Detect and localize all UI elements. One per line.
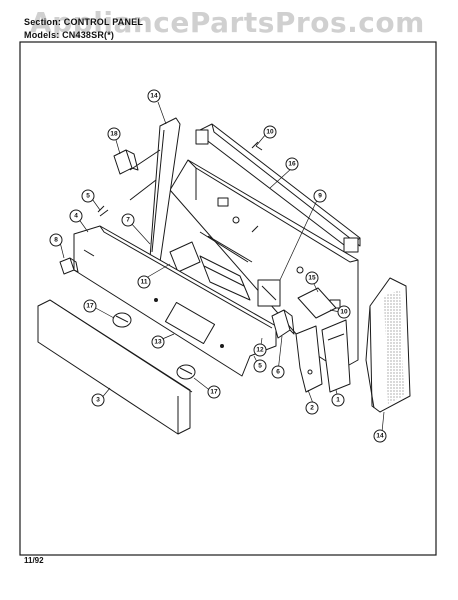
knob-part-17-right <box>176 364 196 380</box>
button-part-8 <box>59 257 79 275</box>
callout-10-lower: 10 <box>340 309 348 316</box>
callout-18: 18 <box>110 131 118 138</box>
side-bracket-part-14-upper <box>129 117 181 263</box>
callout-17-right: 17 <box>210 389 218 396</box>
top-rail-part-16 <box>195 123 361 253</box>
switch-part-18 <box>113 149 139 175</box>
end-bracket-part-1 <box>321 319 351 393</box>
callout-labels: 14 18 10 16 5 4 7 8 9 11 15 10 17 13 12 … <box>54 93 384 440</box>
knob-part-17-left <box>112 312 132 328</box>
callout-2: 2 <box>310 405 314 412</box>
section-label: Section: CONTROL PANEL <box>24 17 144 27</box>
callout-8: 8 <box>54 237 58 244</box>
callout-6: 6 <box>276 369 280 376</box>
callout-12: 12 <box>256 347 264 354</box>
bracket-part-2 <box>295 325 323 393</box>
bracket-part-6 <box>271 309 295 339</box>
control-components <box>169 241 281 307</box>
watermark: AppliancePartsPros.com <box>30 6 425 39</box>
screws <box>97 141 263 233</box>
callout-5-upper: 5 <box>86 193 90 200</box>
callouts <box>49 89 387 443</box>
callout-9: 9 <box>318 193 322 200</box>
callout-14-lower: 14 <box>376 433 384 440</box>
callout-13: 13 <box>154 339 162 346</box>
callout-1: 1 <box>336 397 340 404</box>
callout-11: 11 <box>141 279 148 286</box>
end-cap-part-14-lower <box>365 277 411 413</box>
footer-date: 11/92 <box>24 556 44 565</box>
bracket-part-10-lower <box>297 287 337 319</box>
callout-7: 7 <box>126 217 130 224</box>
callout-10-upper: 10 <box>266 129 274 136</box>
callout-3: 3 <box>96 397 100 404</box>
callout-15: 15 <box>308 275 316 282</box>
callout-5-lower: 5 <box>258 363 262 370</box>
callout-4: 4 <box>74 213 78 220</box>
control-panel-part-4 <box>73 225 277 377</box>
trim-panel-part-3 <box>37 299 193 435</box>
callout-17-left: 17 <box>86 303 94 310</box>
callout-14-upper: 14 <box>150 93 158 100</box>
callout-16: 16 <box>288 161 296 168</box>
models-label: Models: CN438SR(*) <box>24 30 115 40</box>
